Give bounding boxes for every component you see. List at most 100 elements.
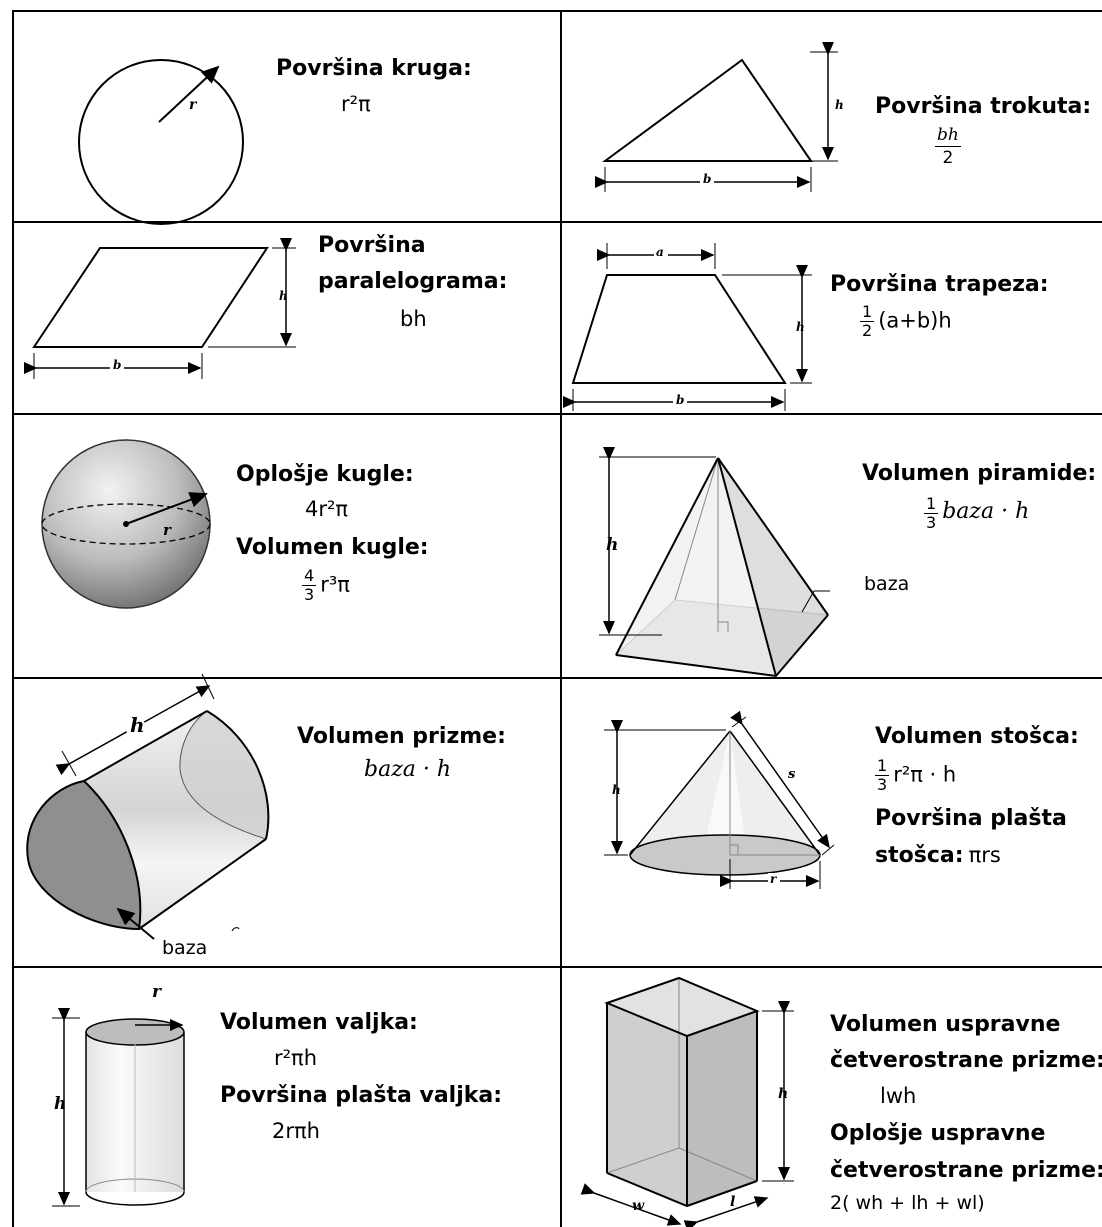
table-row-divider bbox=[12, 966, 1102, 968]
radius-label: r bbox=[189, 97, 197, 113]
height-label: h bbox=[835, 98, 844, 112]
box-top-face bbox=[607, 978, 757, 1036]
table-row-divider bbox=[12, 413, 1102, 415]
height-label: h bbox=[778, 1086, 789, 1102]
cylinder-volume-formula: r²πh bbox=[274, 1046, 318, 1070]
table-row-divider bbox=[12, 677, 1102, 679]
trapezoid-cell: a h b Površina trapeza: 1 2 (a+b)h bbox=[562, 223, 1102, 413]
height-label: h bbox=[796, 320, 805, 334]
sphere-cell: r Oplošje kugle: 4r²π Volumen kugle: 4 3… bbox=[14, 415, 560, 677]
cone-lateral-title-line1: Površina plašta bbox=[875, 806, 1067, 831]
box-volume-formula: lwh bbox=[880, 1084, 917, 1108]
cylinder-figure bbox=[52, 1008, 185, 1207]
table-column-divider bbox=[560, 10, 562, 1227]
circle-figure bbox=[78, 59, 244, 225]
radius-arrow bbox=[158, 65, 220, 123]
trapezoid-figure bbox=[563, 243, 812, 411]
prism-figure bbox=[26, 673, 270, 940]
pyramid-cell: h Volumen piramide: 1 3 baza · h baza bbox=[562, 415, 1102, 678]
fraction-denominator: 2 bbox=[862, 321, 873, 340]
cone-lateral-formula: πrs bbox=[968, 843, 1001, 867]
cylinder-cell: r h Volumen valjka: r²πh Površina plašta… bbox=[14, 968, 560, 1227]
cylinder-lateral-title: Površina plašta valjka: bbox=[220, 1083, 503, 1108]
fraction-numerator: bh bbox=[935, 125, 961, 147]
box-front-face bbox=[607, 1003, 687, 1206]
sphere-volume-formula: 4 3 r³π bbox=[302, 567, 350, 604]
table-row-divider bbox=[12, 221, 1102, 223]
pyramid-volume-formula: 1 3 baza · h bbox=[924, 495, 1029, 532]
circle-area-title: Površina kruga: bbox=[276, 56, 472, 81]
base-pointer bbox=[116, 907, 155, 940]
box-figure bbox=[580, 976, 794, 1227]
cylinder-volume-title: Volumen valjka: bbox=[220, 1010, 418, 1035]
slant-dimension bbox=[730, 710, 830, 849]
formula-rest: r²π · h bbox=[893, 762, 957, 787]
sphere-figure bbox=[41, 439, 211, 609]
prism-cell: h baza Volumen prizme: baza · h bbox=[14, 673, 560, 966]
triangle-cell: h b Površina trokuta: bh 2 bbox=[562, 12, 1102, 221]
triangle-shape bbox=[601, 58, 813, 162]
radius-arrow bbox=[125, 492, 208, 525]
box-surface-formula: 2( wh + lh + wl) bbox=[830, 1192, 985, 1214]
trapezoid-area-title: Površina trapeza: bbox=[830, 272, 1049, 297]
fraction-denominator: 3 bbox=[926, 513, 937, 532]
table-border-left bbox=[12, 10, 14, 1227]
pyramid-figure bbox=[599, 447, 830, 678]
cone-volume-title: Volumen stošca: bbox=[875, 724, 1079, 749]
slant-label: s bbox=[788, 767, 796, 782]
top-label: a bbox=[656, 245, 664, 259]
fraction-numerator: 1 bbox=[924, 494, 939, 514]
height-label: h bbox=[130, 713, 145, 737]
prism-base-label: baza bbox=[162, 937, 208, 959]
cone-cell: h s r Volumen stošca: 1 3 r²π · h Površi… bbox=[562, 679, 1102, 966]
radius-label: r bbox=[163, 521, 171, 539]
box-volume-title-line1: Volumen uspravne bbox=[830, 1012, 1061, 1037]
fraction-numerator: 4 bbox=[302, 566, 317, 586]
prism-volume-title: Volumen prizme: bbox=[297, 724, 506, 749]
width-dimension bbox=[580, 1183, 682, 1226]
fraction-denominator: 3 bbox=[877, 775, 888, 794]
pyramid-volume-title: Volumen piramide: bbox=[862, 461, 1097, 486]
circle-shape bbox=[78, 59, 244, 225]
radius-label: r bbox=[770, 872, 777, 886]
trapezoid-shape bbox=[571, 274, 787, 384]
base-label: b bbox=[113, 358, 122, 372]
triangle-area-title: Površina trokuta: bbox=[875, 94, 1092, 119]
sphere-surface-formula: 4r²π bbox=[305, 497, 349, 521]
pyramid-base-label: baza bbox=[864, 573, 910, 595]
prism-volume-formula: baza · h bbox=[364, 757, 452, 782]
parallelogram-shape bbox=[32, 247, 269, 348]
fraction-denominator: 3 bbox=[304, 585, 315, 604]
cylinder-lateral-formula: 2rπh bbox=[272, 1119, 320, 1143]
formula-rest: baza · h bbox=[942, 499, 1030, 524]
parallelogram-figure bbox=[24, 238, 296, 379]
cone-lateral-title-line2: stošca: πrs bbox=[875, 841, 1001, 871]
base-label: b bbox=[676, 393, 685, 407]
circle-area-formula: r²π bbox=[341, 92, 371, 116]
height-label: h bbox=[612, 783, 621, 797]
formula-rest: r³π bbox=[320, 572, 350, 597]
trapezoid-area-formula: 1 2 (a+b)h bbox=[860, 303, 952, 340]
box-side-face bbox=[687, 1011, 757, 1206]
length-label: l bbox=[730, 1194, 736, 1210]
width-label: w bbox=[632, 1198, 645, 1214]
sphere-surface-title: Oplošje kugle: bbox=[236, 462, 414, 487]
fraction-denominator: 2 bbox=[942, 148, 954, 168]
prism-base bbox=[26, 779, 142, 931]
sphere-equator bbox=[41, 503, 211, 545]
table-border-top bbox=[12, 10, 1102, 12]
radius-label: r bbox=[152, 982, 161, 1002]
fraction-numerator: 1 bbox=[875, 756, 890, 776]
box-surface-title-line1: Oplošje uspravne bbox=[830, 1121, 1046, 1146]
base-label: b bbox=[703, 172, 712, 186]
cone-lateral-title-text: stošca: bbox=[875, 843, 964, 868]
box-volume-title-line2: četverostrane prizme: bbox=[830, 1048, 1102, 1073]
formula-rest: (a+b)h bbox=[878, 308, 952, 333]
cone-figure bbox=[604, 710, 835, 889]
height-label: h bbox=[606, 535, 619, 555]
parallelogram-area-formula: bh bbox=[400, 307, 427, 331]
cone-volume-formula: 1 3 r²π · h bbox=[875, 757, 956, 794]
parallelogram-cell: h b Površina paralelograma: bh bbox=[14, 223, 560, 413]
sphere-volume-title: Volumen kugle: bbox=[236, 535, 429, 560]
height-label: h bbox=[279, 289, 288, 303]
